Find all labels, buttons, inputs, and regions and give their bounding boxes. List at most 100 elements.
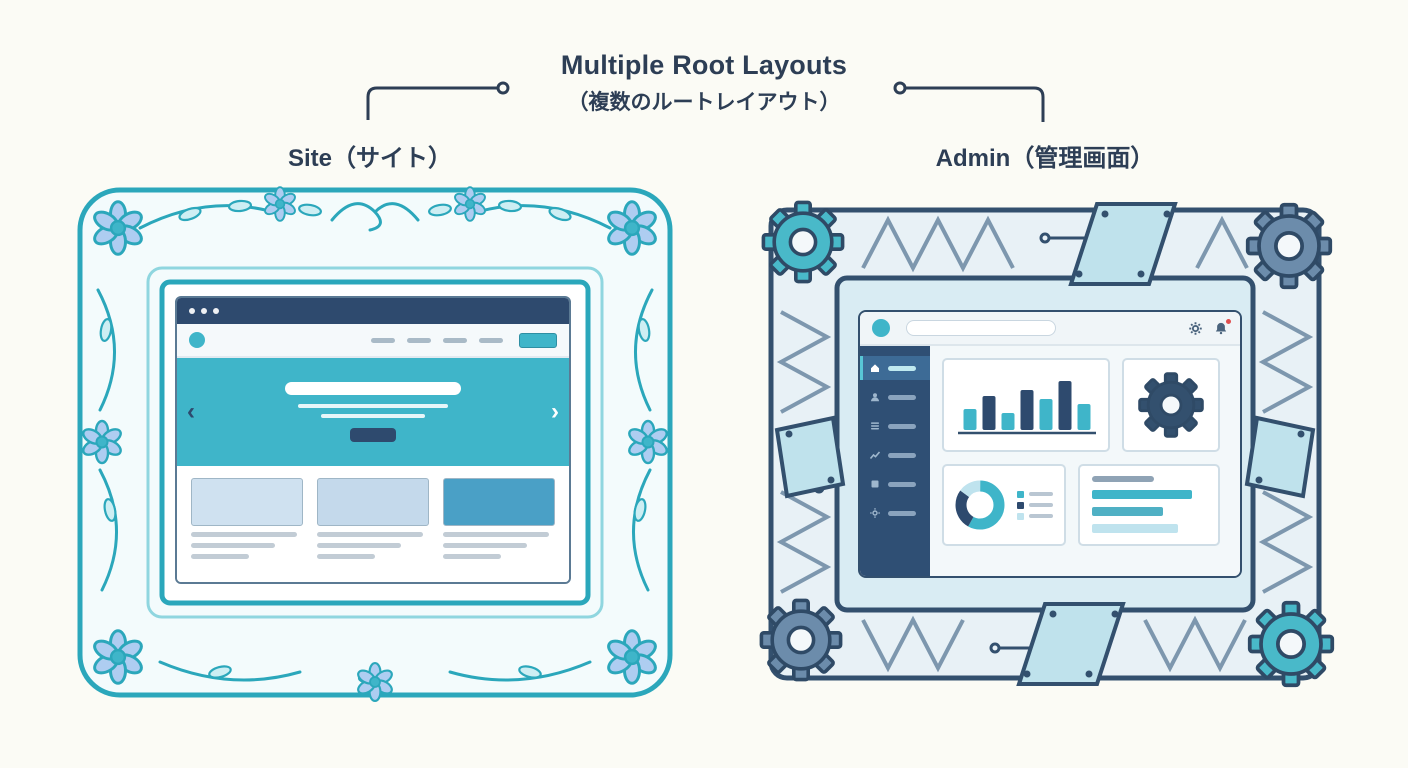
home-icon xyxy=(871,364,879,372)
nav-link-placeholder xyxy=(443,337,467,343)
bar xyxy=(1001,413,1015,430)
donut-legend xyxy=(1017,487,1053,524)
card-text-placeholder xyxy=(317,543,401,548)
legend-row xyxy=(1017,490,1053,498)
nav-link-placeholder xyxy=(371,337,395,343)
content-card xyxy=(317,478,429,570)
card-text-placeholder xyxy=(191,554,250,559)
donut-chart-card xyxy=(942,464,1066,546)
horizontal-bar xyxy=(1092,490,1193,499)
truss-pattern xyxy=(776,215,1314,673)
corner-gear-icon xyxy=(1245,202,1333,290)
browser-toolbar xyxy=(177,324,569,358)
admin-dashboard-mockup xyxy=(858,310,1242,578)
sidebar-label-placeholder xyxy=(888,481,916,487)
header: Multiple Root Layouts （複数のルートレイアウト） xyxy=(0,50,1408,116)
gear-icon xyxy=(1189,321,1202,335)
legend-row xyxy=(1017,512,1053,520)
nav-link-placeholder xyxy=(479,337,503,343)
card-text-placeholder xyxy=(443,532,550,537)
legend-swatch xyxy=(1017,512,1024,520)
hero-text-placeholder xyxy=(321,414,425,418)
legend-swatch xyxy=(1017,501,1024,509)
big-gear-icon xyxy=(1138,372,1204,438)
card-image-placeholder xyxy=(317,478,429,526)
list-icon xyxy=(871,422,879,430)
card-text-placeholder xyxy=(443,543,527,548)
sidebar-item-panel xyxy=(860,472,930,496)
admin-sidebar xyxy=(860,346,930,576)
legend-label-placeholder xyxy=(1029,492,1053,496)
diagram-subtitle: （複数のルートレイアウト） xyxy=(567,91,841,114)
site-browser-mockup: ‹ › xyxy=(175,296,571,584)
donut-segment xyxy=(955,480,1005,530)
donut-segment xyxy=(955,480,1005,530)
content-card xyxy=(443,478,555,570)
topbar-icons xyxy=(1188,318,1232,336)
horizontal-bar xyxy=(1092,507,1163,516)
nav-links xyxy=(371,337,503,343)
card-text-placeholder xyxy=(191,543,275,548)
bar xyxy=(1039,399,1053,430)
sidebar-item-settings xyxy=(860,501,930,525)
card-text-placeholder xyxy=(191,532,298,537)
window-control-dot xyxy=(213,308,219,314)
admin-logo-icon xyxy=(872,319,890,337)
hero-headline-placeholder xyxy=(285,382,461,395)
panel-icon xyxy=(871,480,879,488)
admin-body xyxy=(860,346,1240,576)
donut-chart xyxy=(955,480,1005,530)
notification-dot xyxy=(1225,318,1232,325)
carousel-prev-icon: ‹ xyxy=(187,398,195,425)
card-text-placeholder xyxy=(317,532,424,537)
bar xyxy=(1058,381,1072,430)
header-cta-button xyxy=(519,332,557,348)
corner-gear-icon xyxy=(1247,600,1335,688)
progress-card xyxy=(1078,464,1220,546)
corner-gear-icon xyxy=(761,200,845,284)
site-logo-icon xyxy=(189,332,205,348)
notification-bell xyxy=(1214,318,1232,335)
carousel-next-icon: › xyxy=(551,398,559,425)
site-label: Site（サイト） xyxy=(287,145,452,172)
donut-segment xyxy=(955,480,1005,530)
sidebar-item-home xyxy=(860,356,930,380)
hero-cta-button xyxy=(350,428,396,442)
admin-content xyxy=(930,346,1240,576)
glass-plates xyxy=(774,202,1316,686)
content-cards xyxy=(177,466,569,582)
sidebar-item-list xyxy=(860,414,930,438)
inner-accent-line xyxy=(146,266,604,619)
window-control-dot xyxy=(189,308,195,314)
chart-icon xyxy=(869,451,881,460)
horizontal-bar xyxy=(1092,524,1178,533)
settings-icon xyxy=(870,508,880,518)
nav-link-placeholder xyxy=(407,337,431,343)
admin-label: Admin（管理画面） xyxy=(935,145,1155,172)
card-heading-placeholder xyxy=(1092,476,1154,482)
bar xyxy=(1020,390,1034,430)
bell-icon xyxy=(1215,322,1227,335)
bar xyxy=(982,396,996,430)
bar xyxy=(963,409,977,430)
bar-chart-card xyxy=(942,358,1110,452)
legend-swatch xyxy=(1017,490,1024,498)
vine-scrolls xyxy=(96,202,654,682)
bar xyxy=(1077,404,1091,430)
card-text-placeholder xyxy=(443,554,502,559)
settings-card xyxy=(1122,358,1220,452)
card-image-placeholder xyxy=(443,478,555,526)
user-icon xyxy=(871,393,879,402)
search-input-placeholder xyxy=(906,320,1056,336)
card-text-placeholder xyxy=(317,554,376,559)
sidebar-item-user xyxy=(860,385,930,409)
sidebar-label-placeholder xyxy=(888,394,916,400)
diagram-title: Multiple Root Layouts xyxy=(560,50,848,80)
sidebar-label-placeholder xyxy=(888,365,916,371)
legend-label-placeholder xyxy=(1029,503,1053,507)
corner-gear-icon xyxy=(759,598,843,682)
sidebar-label-placeholder xyxy=(888,423,916,429)
legend-row xyxy=(1017,501,1053,509)
card-image-placeholder xyxy=(191,478,303,526)
window-control-dot xyxy=(201,308,207,314)
